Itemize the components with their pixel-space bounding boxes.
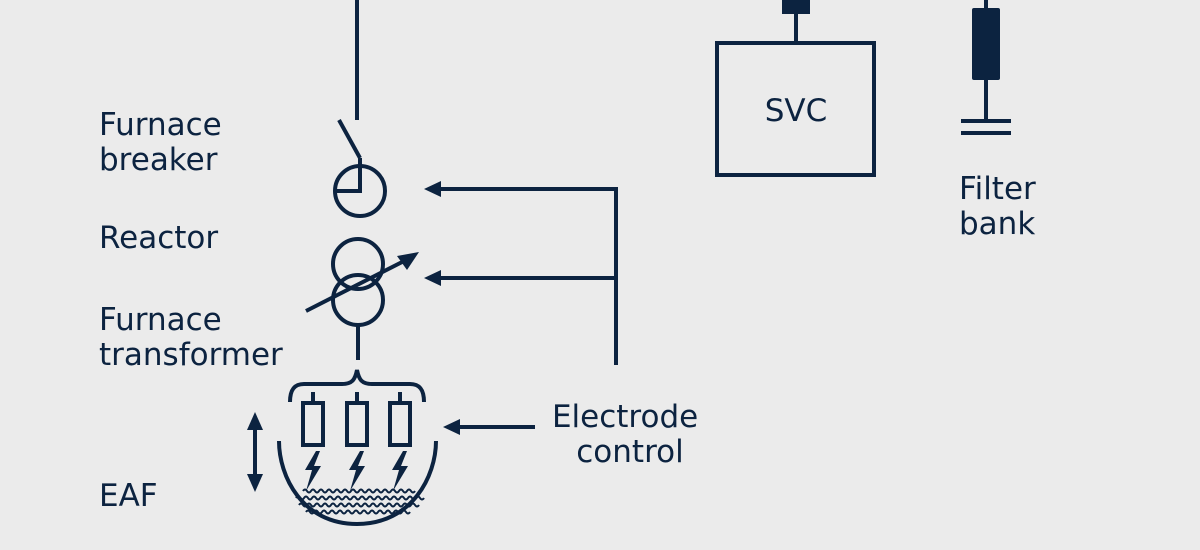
furnace-breaker-label: Furnace breaker xyxy=(99,107,232,178)
adjustable-arrow-head xyxy=(397,252,419,270)
svc-top-connector xyxy=(782,0,810,14)
wave-line-4 xyxy=(305,509,411,515)
wave-line-3 xyxy=(298,502,420,508)
filter-element xyxy=(972,8,1000,80)
electrode-3 xyxy=(388,392,412,491)
control-feedback-line xyxy=(436,187,618,365)
furnace-transformer-label: Furnace transformer xyxy=(99,302,283,373)
furnace-bowl xyxy=(277,440,438,527)
eaf-label: EAF xyxy=(99,478,158,514)
svc-label: SVC xyxy=(765,93,828,129)
wave-line-2 xyxy=(295,495,425,501)
molten-bath-waves xyxy=(295,488,425,515)
control-arrow-transformer xyxy=(424,270,441,286)
svc-box xyxy=(715,41,876,177)
electrode-2 xyxy=(345,392,369,491)
breaker-symbol xyxy=(333,164,387,218)
reactor-label: Reactor xyxy=(99,220,218,256)
electrode-movement-arrow xyxy=(247,412,263,492)
electrodes xyxy=(301,392,412,491)
filter-bank-label: Filter bank xyxy=(959,171,1046,242)
electrode-1 xyxy=(301,392,325,491)
wave-line-1 xyxy=(302,488,416,494)
electrode-brace xyxy=(288,369,426,403)
electrode-control-label: Electrode control xyxy=(552,399,708,470)
reactor-circle xyxy=(331,237,385,291)
adjustable-arrow-shaft xyxy=(305,256,411,313)
electrode-control-arrow xyxy=(443,419,460,435)
breaker-switch-blade xyxy=(337,119,362,159)
control-arrow-breaker xyxy=(424,181,441,197)
